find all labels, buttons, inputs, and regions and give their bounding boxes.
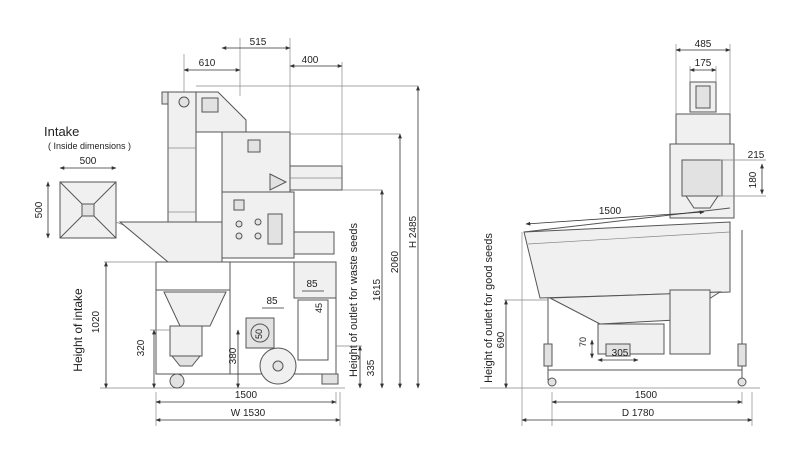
good-outlet-label: Height of outlet for good seeds bbox=[483, 233, 495, 383]
dim-320: 320 bbox=[136, 339, 147, 356]
dim-1615: 1615 bbox=[372, 278, 383, 301]
intake-center bbox=[81, 203, 95, 217]
elevator-motor bbox=[178, 96, 190, 108]
front-left-wheel bbox=[169, 373, 185, 389]
dim-85b: 85 bbox=[306, 279, 318, 290]
side-upper-tower bbox=[675, 113, 731, 145]
sorting-deck bbox=[523, 221, 731, 299]
intake-height-title: Height of intake bbox=[71, 288, 85, 372]
dim-width-1500: 1500 bbox=[235, 390, 258, 401]
side-view-machine bbox=[480, 81, 760, 389]
dim-2060: 2060 bbox=[390, 250, 401, 273]
dim-side-1500: 1500 bbox=[635, 390, 658, 401]
dim-485: 485 bbox=[695, 39, 712, 50]
dim-h-2485: H 2485 bbox=[408, 215, 419, 248]
dim-d-1780: D 1780 bbox=[622, 408, 655, 419]
dim-305: 305 bbox=[612, 348, 629, 359]
dim-610: 610 bbox=[199, 58, 216, 69]
elevator-column bbox=[167, 91, 197, 243]
dim-w-1530: W 1530 bbox=[231, 408, 266, 419]
dim-1020: 1020 bbox=[91, 310, 102, 333]
dim-400: 400 bbox=[302, 55, 319, 66]
dim-380: 380 bbox=[228, 347, 239, 364]
side-dimensions: 485 175 215 180 1500 Height of outlet fo… bbox=[483, 39, 766, 426]
front-view-machine bbox=[100, 91, 345, 389]
waste-outlet-label: Height of outlet for waste seeds bbox=[348, 222, 360, 377]
intake-hopper bbox=[118, 221, 223, 263]
intake-subtitle: ( Inside dimensions ) bbox=[48, 141, 131, 151]
dim-180: 180 bbox=[748, 171, 759, 188]
dim-len-1500: 1500 bbox=[599, 206, 622, 217]
main-frame bbox=[155, 261, 337, 375]
dim-85a: 85 bbox=[266, 296, 278, 307]
dim-45: 45 bbox=[314, 303, 324, 313]
intake-height-label: 500 bbox=[34, 201, 45, 218]
intake-title: Intake bbox=[44, 124, 79, 139]
intake-width-label: 500 bbox=[80, 156, 97, 167]
dim-50: 50 bbox=[254, 329, 264, 339]
dim-335: 335 bbox=[366, 359, 377, 376]
dim-175: 175 bbox=[695, 58, 712, 69]
dim-690: 690 bbox=[496, 331, 507, 348]
motor-box bbox=[293, 231, 335, 255]
dim-70: 70 bbox=[578, 337, 588, 347]
dim-515: 515 bbox=[250, 37, 267, 48]
intake-detail: Intake ( Inside dimensions ) 500 500 bbox=[34, 124, 171, 245]
dim-215: 215 bbox=[748, 150, 765, 161]
front-dimensions: 610 515 400 H 2485 2060 1615 Height of o… bbox=[71, 37, 420, 426]
